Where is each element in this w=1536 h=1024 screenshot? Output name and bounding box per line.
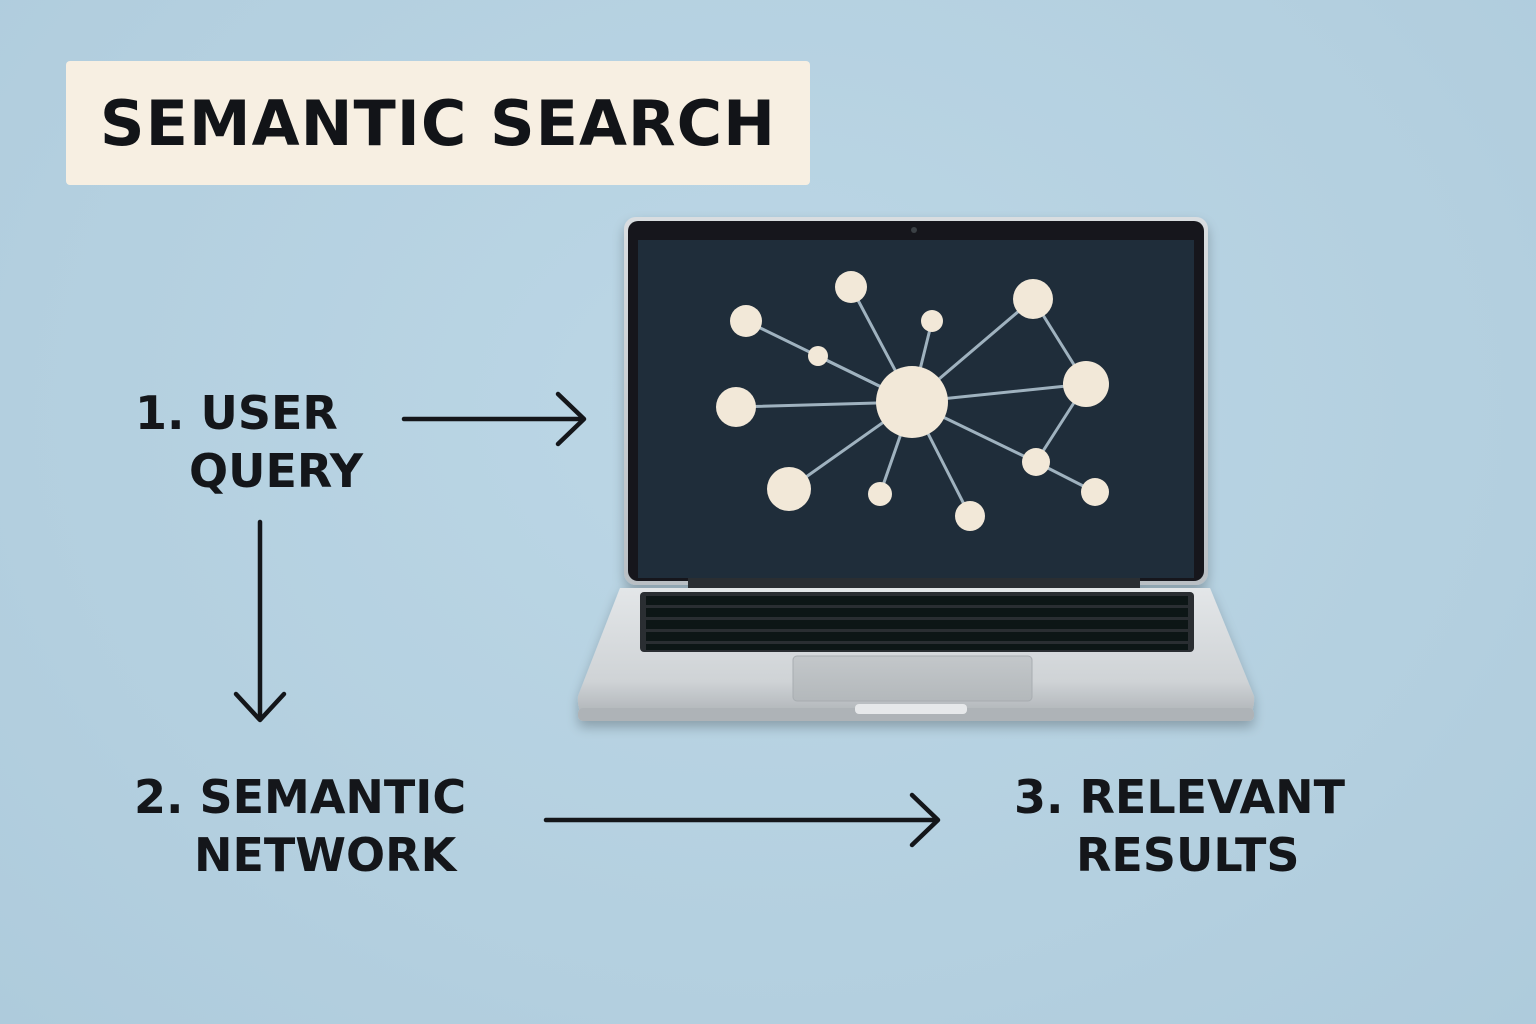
step-3-line-1: 3. RELEVANT xyxy=(1014,770,1346,824)
network-node xyxy=(1022,448,1050,476)
network-node xyxy=(921,310,943,332)
step-2-line-1: 2. SEMANTIC xyxy=(134,770,467,824)
page-title: SEMANTIC SEARCH xyxy=(99,86,777,160)
network-node-center xyxy=(876,366,948,438)
network-node xyxy=(808,346,828,366)
step-1-line-1: 1. USER xyxy=(135,386,338,440)
network-node xyxy=(716,387,756,427)
arrow-down-icon xyxy=(233,519,287,723)
step-user-query: 1. USER QUERY xyxy=(135,384,363,500)
network-node xyxy=(835,271,867,303)
network-node xyxy=(1081,478,1109,506)
network-node xyxy=(955,501,985,531)
network-node xyxy=(868,482,892,506)
step-1-line-2: QUERY xyxy=(189,444,364,498)
step-3-line-2: RESULTS xyxy=(1076,828,1300,882)
title-banner: SEMANTIC SEARCH xyxy=(66,61,810,185)
network-node xyxy=(730,305,762,337)
step-2-line-2: NETWORK xyxy=(194,828,457,882)
network-node xyxy=(767,467,811,511)
arrow-right-icon xyxy=(543,792,941,848)
network-node xyxy=(1013,279,1053,319)
arrow-right-icon xyxy=(401,391,587,447)
keyboard-keys xyxy=(646,596,1188,650)
network-node xyxy=(1063,361,1109,407)
step-relevant-results: 3. RELEVANT RESULTS xyxy=(1014,768,1345,884)
step-semantic-network: 2. SEMANTIC NETWORK xyxy=(134,768,466,884)
network-graph-icon xyxy=(716,271,1109,531)
